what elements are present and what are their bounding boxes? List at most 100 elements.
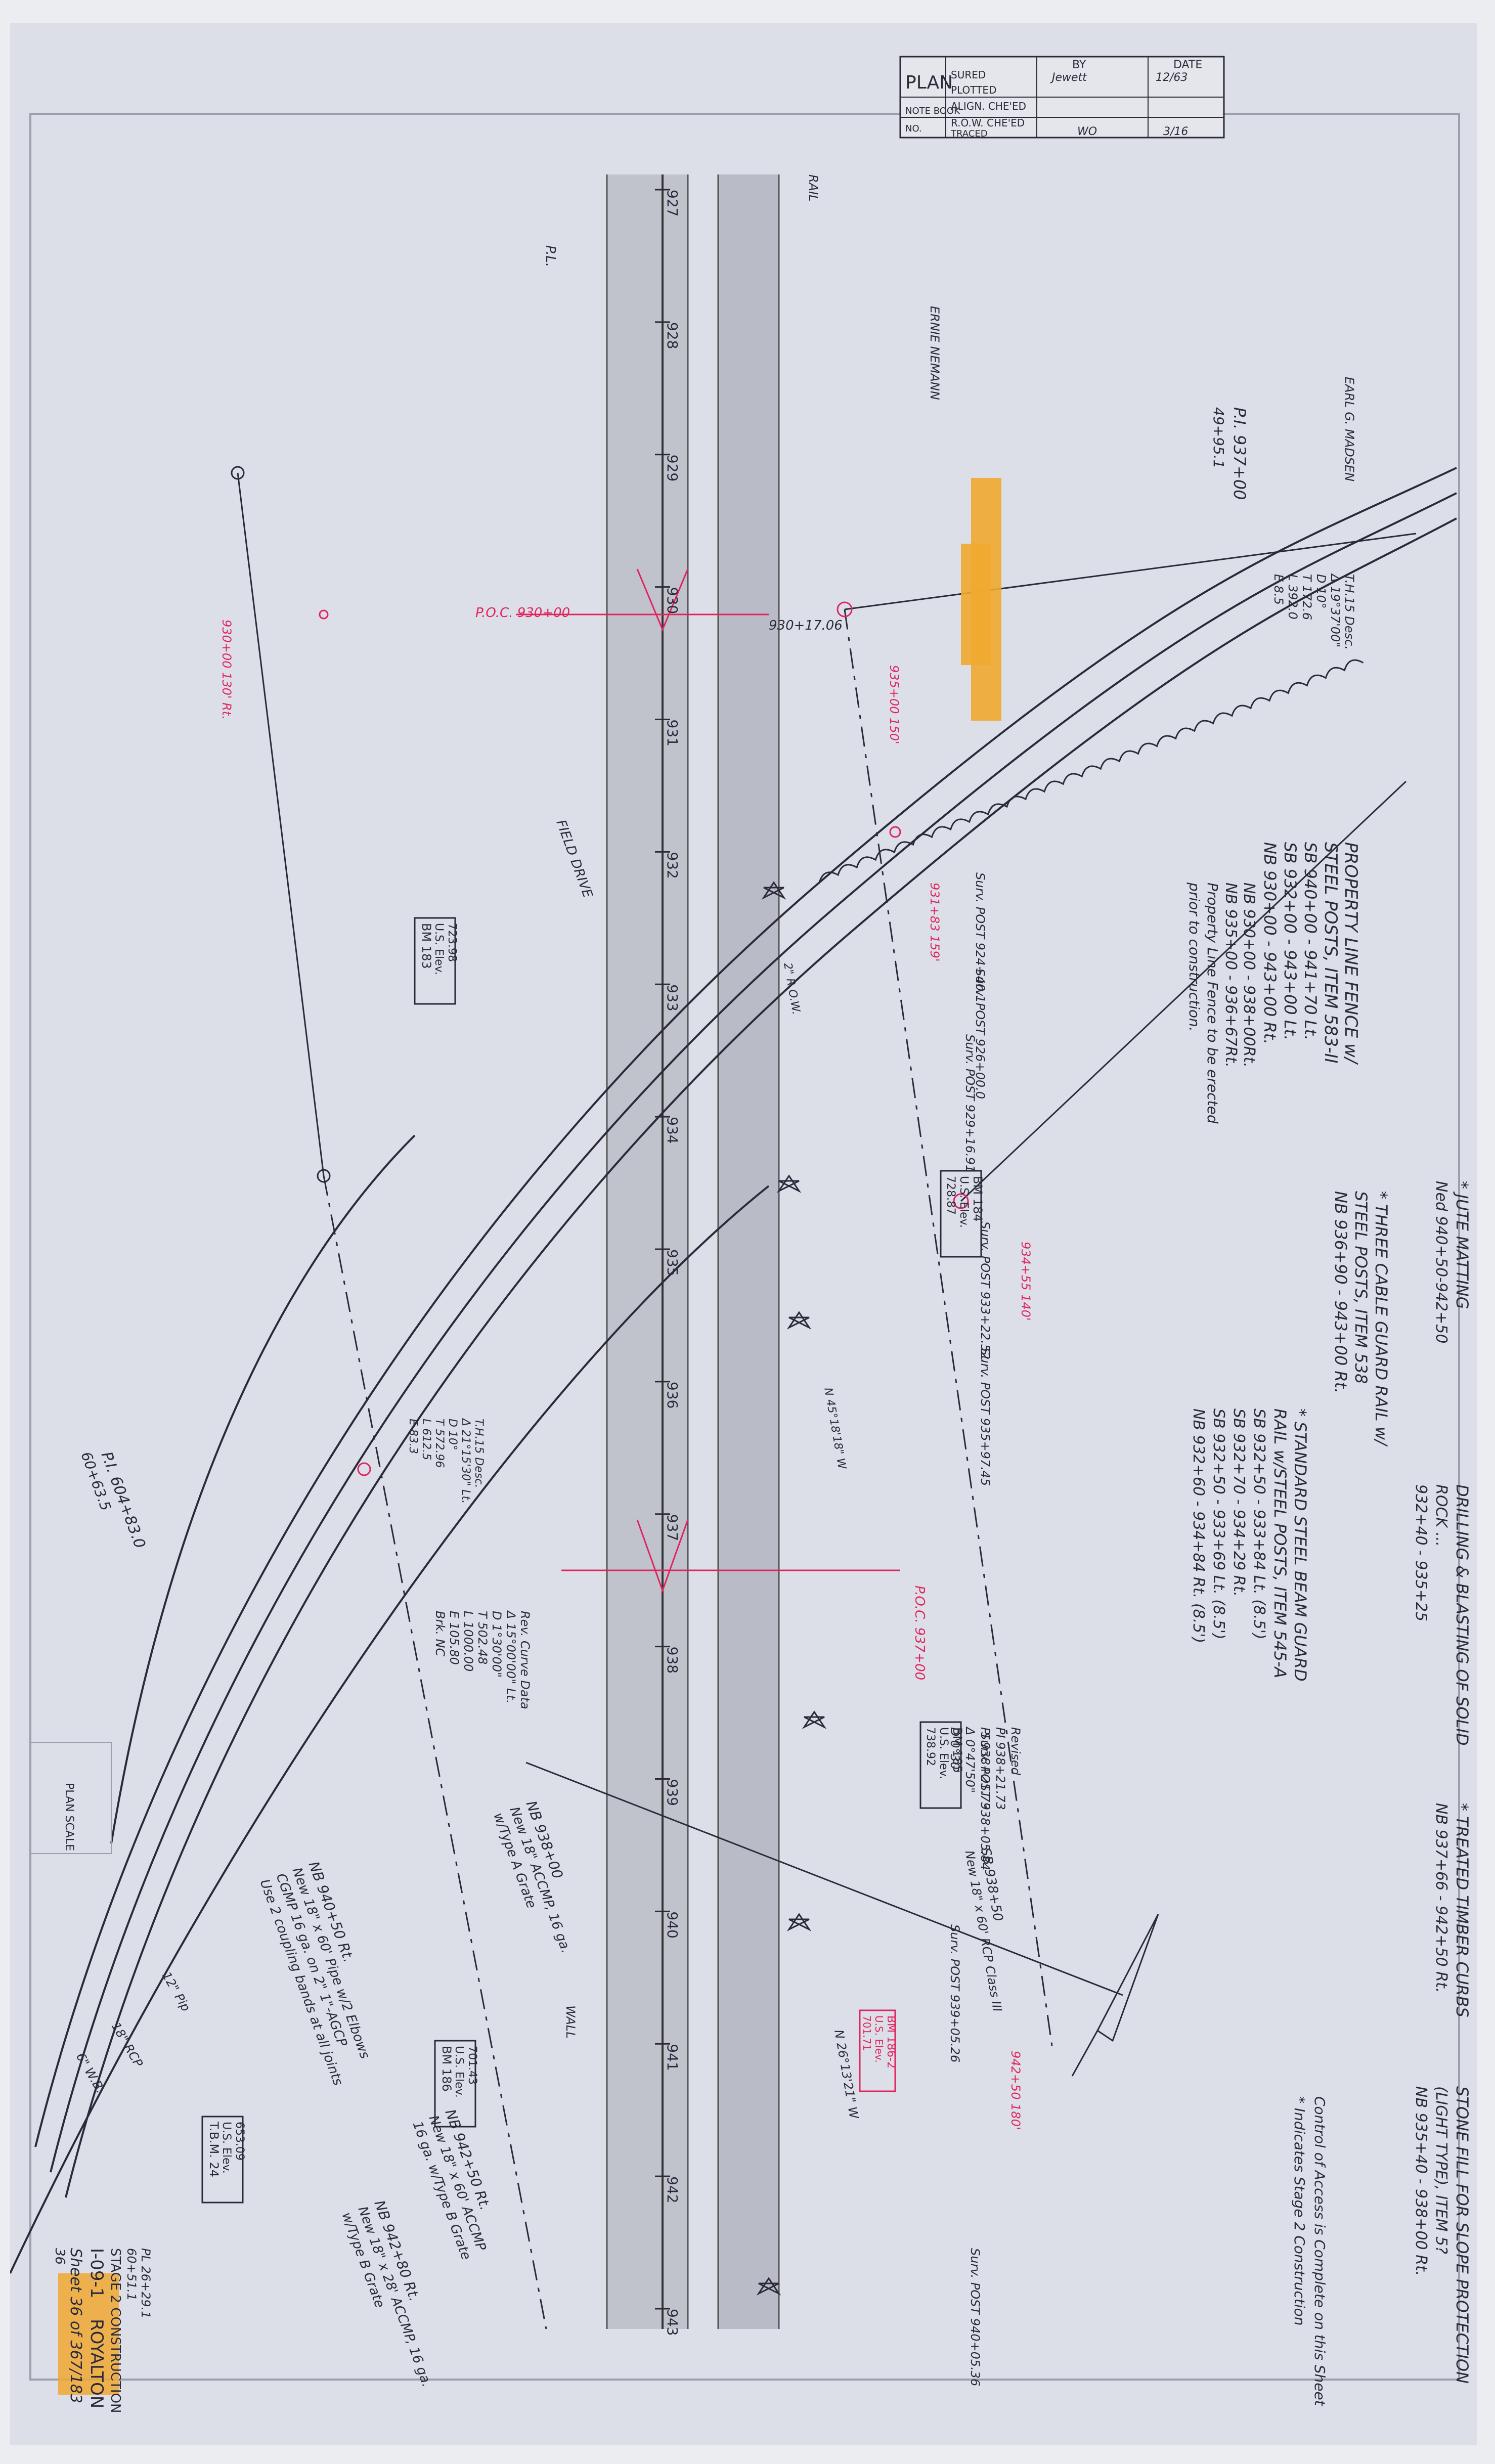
title-row-label: SURED xyxy=(951,69,986,81)
red-label: 942+50 180' xyxy=(1008,2051,1023,2130)
bm-line: 701.43 xyxy=(466,2046,478,2085)
station-label: 934 xyxy=(664,1117,681,1143)
bench-mark: BM 185 U.S. Elev. 738.92 xyxy=(919,1721,964,1809)
note-line: Rev. Curve Data xyxy=(518,1611,532,1709)
note-line: D 0°30' xyxy=(948,1727,962,1773)
note-line: Brk. NC xyxy=(433,1611,447,1656)
property-lines xyxy=(237,472,1417,2329)
note-line: SB 932+70 - 934+29 Rt. xyxy=(1230,1409,1248,1597)
note-line: Ned 940+50-942+50 xyxy=(1432,1181,1450,1343)
note-line: Control of Access is Complete on this Sh… xyxy=(1311,2096,1328,2406)
title-block: PLAN NOTE BOOK NO. BY DATE SURED Jewett … xyxy=(899,56,1225,139)
bench-mark: BM 184 U.S. Elev. 728.87 xyxy=(940,1170,985,1258)
bm-line: 701.71 xyxy=(861,2015,873,2051)
station-label: 928 xyxy=(664,322,681,349)
note-line: prior to construction. xyxy=(1186,882,1203,1032)
plan-drawing: PLAN NOTE BOOK NO. BY DATE SURED Jewett … xyxy=(10,56,1472,2413)
footer-ref: 60+51.1 xyxy=(124,2248,139,2301)
bm-title: BM 184 xyxy=(971,1176,985,1222)
footer-route: I-09-1 xyxy=(86,2248,107,2298)
red-label: 934+55 140' xyxy=(1019,1242,1033,1321)
note-line: E 8.5 xyxy=(1271,574,1286,605)
note-line: DRILLING & BLASTING OF SOLID xyxy=(1453,1484,1472,1745)
title-plan: PLAN xyxy=(905,72,953,93)
note-line: Δ 15°00'00" Lt. xyxy=(504,1610,518,1703)
note-line: ROCK ... xyxy=(1432,1484,1450,1547)
notes-culvert4: NB 942+80 Rt. New 18" x 28' ACCMP, 16 ga… xyxy=(339,2198,434,2389)
note-line: D 10° xyxy=(1314,574,1328,609)
footer-ref: PL 26+29.1 xyxy=(139,2248,153,2319)
survey-post-label: Surv. POST 935+97.45 xyxy=(978,1348,992,1486)
bm-title: BM 186-2 xyxy=(885,2015,897,2069)
bm-title: BM 186 xyxy=(439,2046,454,2092)
plan-scale: PLAN SCALE xyxy=(30,1742,112,1854)
note-line: NB 936+90 - 943+00 Rt. xyxy=(1331,1191,1350,1393)
survey-post-label: Surv. POST 929+16.91 xyxy=(963,1034,977,1172)
title-row-date: 12/63 xyxy=(1156,71,1188,84)
station-label: 931 xyxy=(664,720,681,746)
tree-symbols xyxy=(756,881,827,2296)
bm-title: T.B.M. 24 xyxy=(207,2121,221,2177)
survey-post-label: Surv. POST 924+40.1 xyxy=(973,872,987,1003)
note-line: T.H.15 Desc. xyxy=(472,1419,485,1488)
roadway xyxy=(606,174,780,2329)
note-line: L 1000.00 xyxy=(461,1611,475,1671)
note-line: * STANDARD STEEL BEAM GUARD xyxy=(1291,1409,1310,1682)
bm-line: U.S. Elev. xyxy=(873,2015,885,2063)
station-labels: 9279289299309319329339349359369379389399… xyxy=(655,189,681,2336)
bm-line: 723.98 xyxy=(446,923,458,962)
misc-label: 2" R.O.W. xyxy=(781,962,803,1016)
survey-posts: Surv. POST 924+40.1 Surv. POST 926+00.0 … xyxy=(948,872,992,2386)
misc-label: WALL xyxy=(563,2005,578,2039)
note-line: * THREE CABLE GUARD RAIL w/ xyxy=(1372,1191,1391,1447)
title-row-label: TRACED xyxy=(950,128,988,139)
note-line: PI 938+21.73 xyxy=(993,1727,1007,1810)
notes-culvert2: NB 940+50 Rt. New 18" x 60' Pipe w/2 Elb… xyxy=(257,1859,373,2088)
notes-drilling: DRILLING & BLASTING OF SOLID ROCK ... 93… xyxy=(1412,1484,1472,1745)
station-label: 937 xyxy=(664,1514,681,1541)
notes-fence: PROPERTY LINE FENCE w/ STEEL POSTS, ITEM… xyxy=(1260,842,1361,1065)
red-label: 935+00 150' xyxy=(887,665,901,744)
note-line: RAIL w/STEEL POSTS, ITEM 545-A xyxy=(1270,1409,1290,1678)
red-label: P.O.C. 937+00 xyxy=(912,1586,927,1680)
title-col-by: BY xyxy=(1072,59,1086,71)
note-line: NB 930+00 - 938+00Rt. xyxy=(1240,883,1258,1068)
note-line: STEEL POSTS, ITEM 538 xyxy=(1351,1191,1371,1384)
notes-culvert5: SB 938+50 New 18" x 60' RCP Class III xyxy=(962,1846,1006,2013)
notes-jute: * JUTE MATTING Ned 940+50-942+50 xyxy=(1432,1181,1472,1343)
red-label: P.O.C. 930+00 xyxy=(475,605,570,621)
station-label: 930 xyxy=(664,587,681,614)
station-label: 941 xyxy=(664,2044,681,2071)
note-line: L 612.5 xyxy=(420,1419,432,1460)
slope-line xyxy=(818,659,1364,883)
title-row-label: R.O.W. CHE'ED xyxy=(951,117,1025,129)
note-line: PROPERTY LINE FENCE w/ xyxy=(1341,842,1361,1065)
notes-stone: STONE FILL FOR SLOPE PROTECTION (LIGHT T… xyxy=(1412,2086,1472,2384)
station-label: 935 xyxy=(664,1249,681,1276)
pi-sub: 49+95.1 xyxy=(1210,407,1227,468)
note-line: 932+40 - 935+25 xyxy=(1412,1484,1430,1621)
title-row-by: WO xyxy=(1077,125,1097,138)
red-markers xyxy=(319,568,901,1593)
north-arrow xyxy=(1071,1914,1159,2077)
note-line: * JUTE MATTING xyxy=(1453,1181,1472,1309)
bench-mark: BM 183 U.S. Elev. 723.98 xyxy=(414,917,458,1005)
survey-post-label: Surv. POST 933+22.52 xyxy=(978,1221,992,1359)
note-line: STONE FILL FOR SLOPE PROTECTION xyxy=(1453,2086,1472,2384)
notes-culvert3: NB 942+50 Rt. New 18" x 60' ACCMP 16 ga.… xyxy=(410,2107,494,2262)
title-row-date: 3/16 xyxy=(1163,125,1188,138)
note-line: NB 937+66 - 942+50 Rt. xyxy=(1432,1803,1450,1993)
notes-guard: * STANDARD STEEL BEAM GUARD RAIL w/STEEL… xyxy=(1190,1409,1310,1682)
bm-line: 653.09 xyxy=(233,2122,246,2161)
pi-label: P.I. 604+83.0 60+63.5 xyxy=(77,1449,149,1551)
misc-label: FIELD DRIVE xyxy=(553,818,595,900)
survey-post-label: Surv. POST 939+05.26 xyxy=(948,1924,962,2062)
note-line: SB 940+00 - 941+70 Lt. xyxy=(1301,842,1320,1040)
note-line: NB 935+40 - 938+00 Rt. xyxy=(1412,2086,1430,2276)
station-label: 927 xyxy=(664,190,681,216)
footer-name: ROYALTON xyxy=(86,2319,107,2408)
note-line: E 83.3 xyxy=(407,1419,419,1454)
notes-timber: * TREATED TIMBER CURBS NB 937+66 - 942+5… xyxy=(1432,1803,1472,2017)
bm-line: 738.92 xyxy=(924,1727,937,1766)
bm-line: U.S. Elev. xyxy=(937,1727,950,1779)
